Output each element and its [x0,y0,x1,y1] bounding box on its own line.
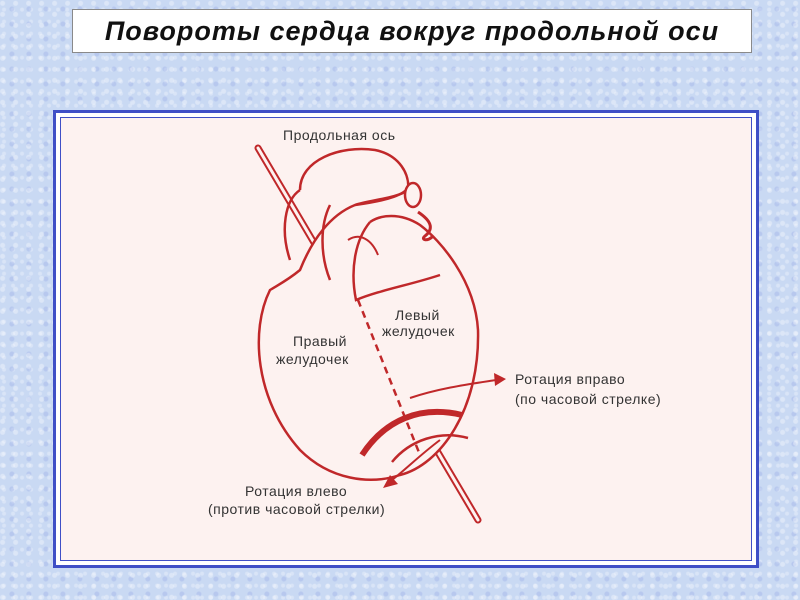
vessel-knot [417,210,435,242]
vessel-ring [403,181,423,209]
rotation-left-label-2: (против часовой стрелки) [208,501,385,517]
septum-dashed-line [356,299,422,456]
inner-contour [347,235,379,256]
rotation-band [359,409,469,463]
title-box: Повороты сердца вокруг продольной оси [72,9,752,53]
rotation-right-label-1: Ротация вправо [515,371,625,387]
left-ventricle-label-2: желудочек [382,323,455,339]
heart-outline [257,147,480,481]
right-ventricle-label-2: желудочек [276,351,349,367]
rotation-left-label-1: Ротация влево [245,483,347,499]
left-ventricle-label-1: Левый [395,307,440,323]
right-ventricle-label-1: Правый [293,333,347,349]
axis-label: Продольная ось [283,127,396,143]
rotation-right-label-2: (по часовой стрелке) [515,391,661,407]
rotation-left-arrow [383,439,441,488]
left-ventricle-boundary [352,221,441,302]
rotation-right-arrow [409,373,506,399]
page-title: Повороты сердца вокруг продольной оси [104,15,720,46]
